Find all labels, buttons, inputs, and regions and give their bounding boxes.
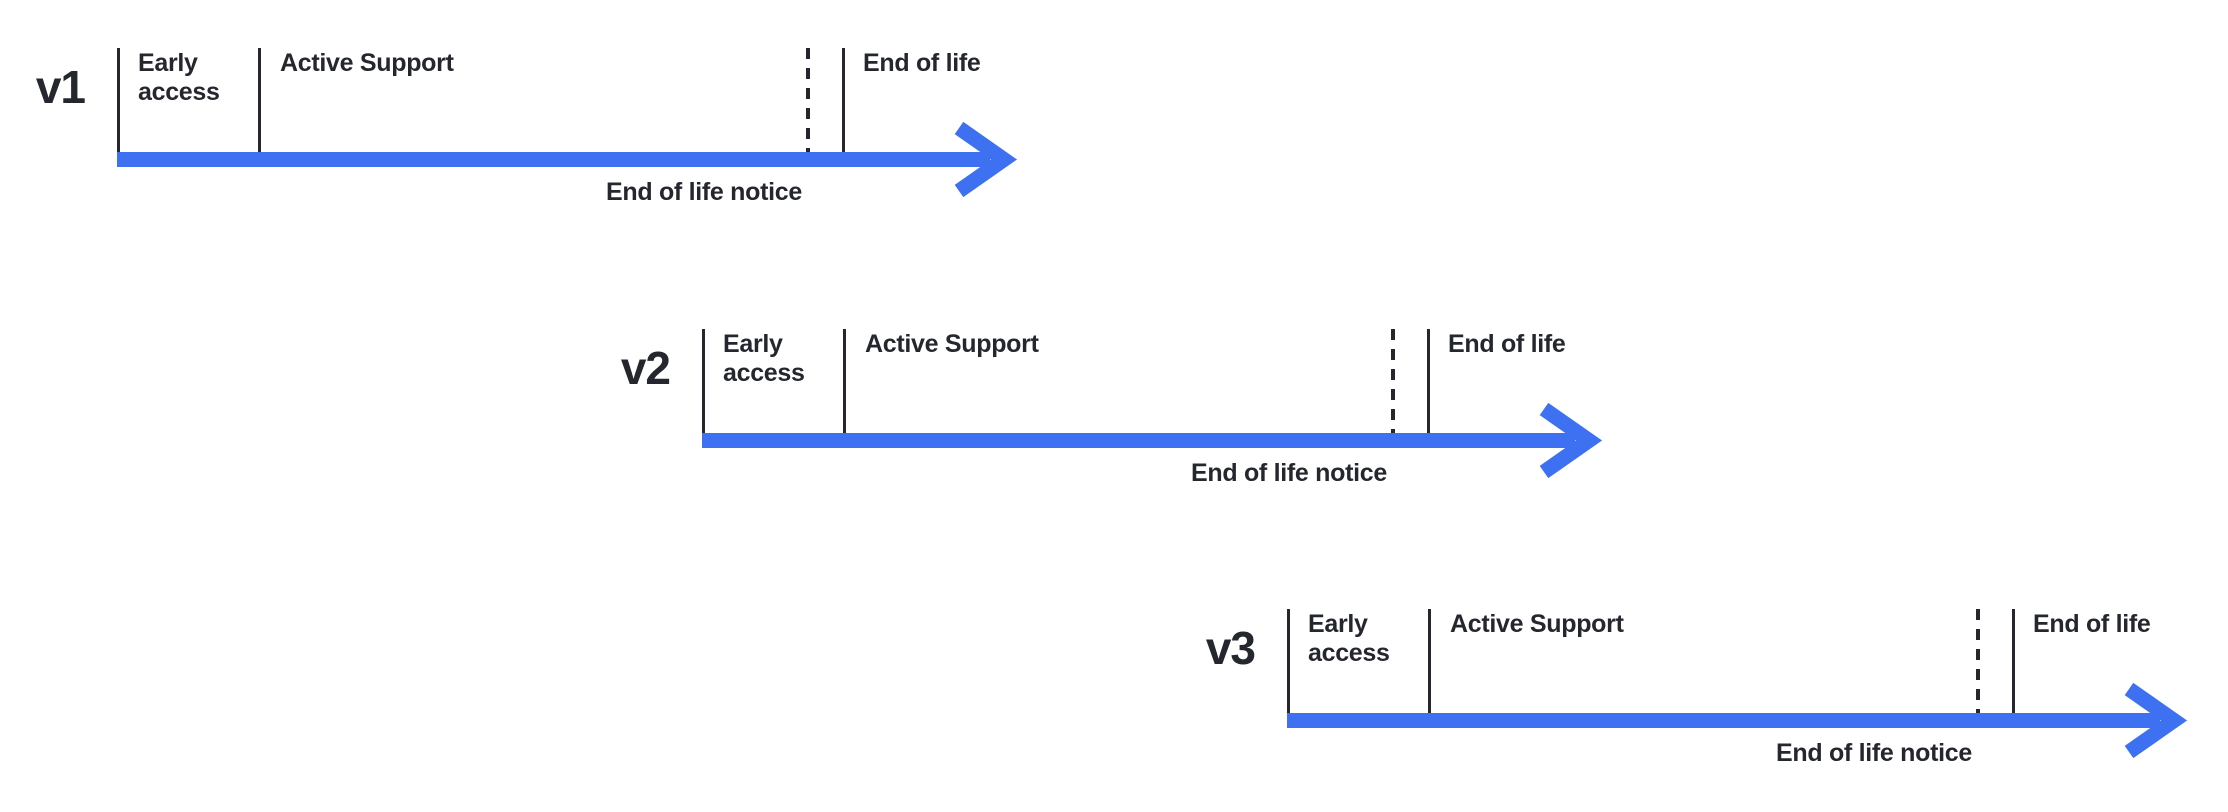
early-access-label: Early access — [1308, 610, 1390, 667]
end-of-life-label: End of life — [1448, 330, 1566, 358]
timeline-v3: v3 Early access Active Support End of li… — [1206, 609, 2197, 771]
active-support-label: Active Support — [865, 330, 1039, 358]
arrow-head-icon — [954, 121, 1018, 198]
end-of-life-notice-label: End of life notice — [606, 178, 802, 206]
end-of-life-notice-label: End of life notice — [1776, 739, 1972, 767]
active-support-start-tick — [258, 48, 261, 152]
arrow-head-icon — [2124, 682, 2188, 759]
version-label: v1 — [35, 61, 86, 113]
active-support-start-tick — [843, 329, 846, 433]
end-of-life-label: End of life — [863, 49, 981, 77]
timeline-v1: v1 Early access Active Support End of li… — [36, 48, 1027, 210]
end-of-life-notice-dashed-tick — [1391, 329, 1395, 433]
end-of-life-tick — [842, 48, 845, 152]
early-access-label: Early access — [723, 330, 805, 387]
active-support-start-tick — [1428, 609, 1431, 713]
version-label: v3 — [1205, 622, 1256, 674]
active-support-label: Active Support — [280, 49, 454, 77]
end-of-life-notice-label: End of life notice — [1191, 459, 1387, 487]
early-access-label: Early access — [138, 49, 220, 106]
version-label: v2 — [620, 342, 671, 394]
timeline-arrow-bar — [1287, 713, 2160, 728]
timeline-v2: v2 Early access Active Support End of li… — [621, 329, 1612, 491]
end-of-life-tick — [2012, 609, 2015, 713]
timeline-arrow-bar — [117, 152, 990, 167]
early-access-start-tick — [1287, 609, 1290, 713]
end-of-life-tick — [1427, 329, 1430, 433]
arrow-head-icon — [1539, 402, 1603, 479]
end-of-life-label: End of life — [2033, 610, 2151, 638]
end-of-life-notice-dashed-tick — [1976, 609, 1980, 713]
early-access-start-tick — [117, 48, 120, 152]
early-access-start-tick — [702, 329, 705, 433]
timeline-arrow-bar — [702, 433, 1575, 448]
active-support-label: Active Support — [1450, 610, 1624, 638]
end-of-life-notice-dashed-tick — [806, 48, 810, 152]
